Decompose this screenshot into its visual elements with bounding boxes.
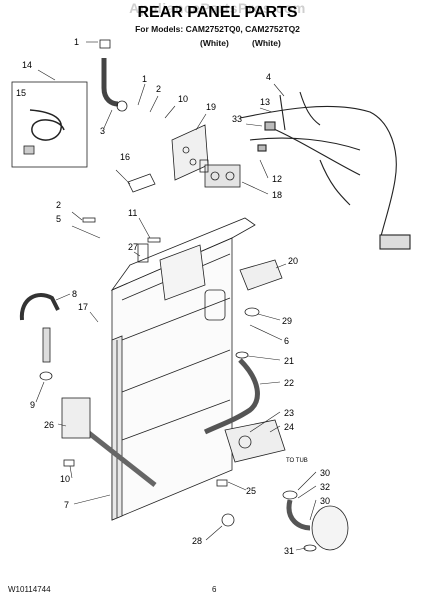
fitting-28 (221, 513, 235, 527)
plug (23, 145, 35, 155)
callout-7: 7 (64, 500, 69, 510)
callout-2-top: 2 (156, 84, 161, 94)
callout-23: 23 (284, 408, 294, 418)
tub-hose (286, 499, 311, 531)
callout-19: 19 (206, 102, 216, 112)
color-right: (White) (252, 38, 281, 48)
callout-21: 21 (284, 356, 294, 366)
callout-1-top: 1 (74, 37, 79, 47)
callout-5: 5 (56, 214, 61, 224)
callout-29: 29 (282, 316, 292, 326)
inlet-connector (116, 100, 128, 112)
callout-18: 18 (272, 190, 282, 200)
side-rail (111, 335, 123, 521)
rear-bracket (239, 259, 283, 291)
callout-30-top: 30 (320, 468, 330, 478)
callout-15: 15 (16, 88, 26, 98)
callout-14: 14 (22, 60, 32, 70)
callout-13: 13 (260, 97, 270, 107)
models-line: For Models: CAM2752TQ0, CAM2752TQ2 (135, 24, 300, 34)
callout-33: 33 (232, 114, 242, 124)
callout-10-top: 10 (178, 94, 188, 104)
clip (244, 307, 260, 317)
callout-3: 3 (100, 126, 105, 136)
callout-25: 25 (246, 486, 256, 496)
watermark: AppliancePartsPros.com (129, 0, 306, 16)
inlet-hose (101, 58, 119, 107)
callout-4: 4 (266, 72, 271, 82)
water-valve (199, 159, 241, 188)
inlet-fitting (99, 39, 111, 49)
bracket (127, 173, 156, 193)
drain-hose-bend (19, 292, 60, 321)
drain-hose (203, 358, 260, 435)
color-left: (White) (200, 38, 229, 48)
diagram-title: REAR PANEL PARTS (137, 4, 298, 21)
power-cord (29, 109, 65, 141)
callout-10-bottom: 10 (60, 474, 70, 484)
callout-28: 28 (192, 536, 202, 546)
to-tub-label: TO TUB (286, 458, 308, 464)
page-number: 6 (212, 585, 217, 594)
callout-6: 6 (284, 336, 289, 346)
callout-2-left: 2 (56, 200, 61, 210)
pump-assembly (224, 419, 286, 463)
tub-outlet (311, 505, 349, 551)
callout-12: 12 (272, 174, 282, 184)
hose-segment (42, 327, 51, 363)
callout-31: 31 (284, 546, 294, 556)
document-number: W10114744 (8, 585, 51, 594)
clamp-21 (235, 351, 249, 359)
callout-9: 9 (30, 400, 35, 410)
callout-20: 20 (288, 256, 298, 266)
callout-1-mid: 1 (142, 74, 147, 84)
motor-mount (61, 397, 91, 439)
shaft (83, 428, 157, 487)
power-cord-box (11, 81, 88, 168)
callout-11: 11 (128, 208, 137, 218)
callout-27: 27 (128, 242, 138, 252)
callout-17: 17 (78, 302, 88, 312)
callout-32: 32 (320, 482, 330, 492)
callout-26: 26 (44, 420, 54, 430)
callout-30-bottom: 30 (320, 496, 330, 506)
callout-22: 22 (284, 378, 294, 388)
wire-harness (239, 91, 411, 250)
callout-16: 16 (120, 152, 130, 162)
callout-24: 24 (284, 422, 294, 432)
tub-clamp (282, 490, 298, 500)
callout-8: 8 (72, 289, 77, 299)
rear-panel (110, 217, 256, 521)
hose-clamp-left (39, 371, 53, 381)
